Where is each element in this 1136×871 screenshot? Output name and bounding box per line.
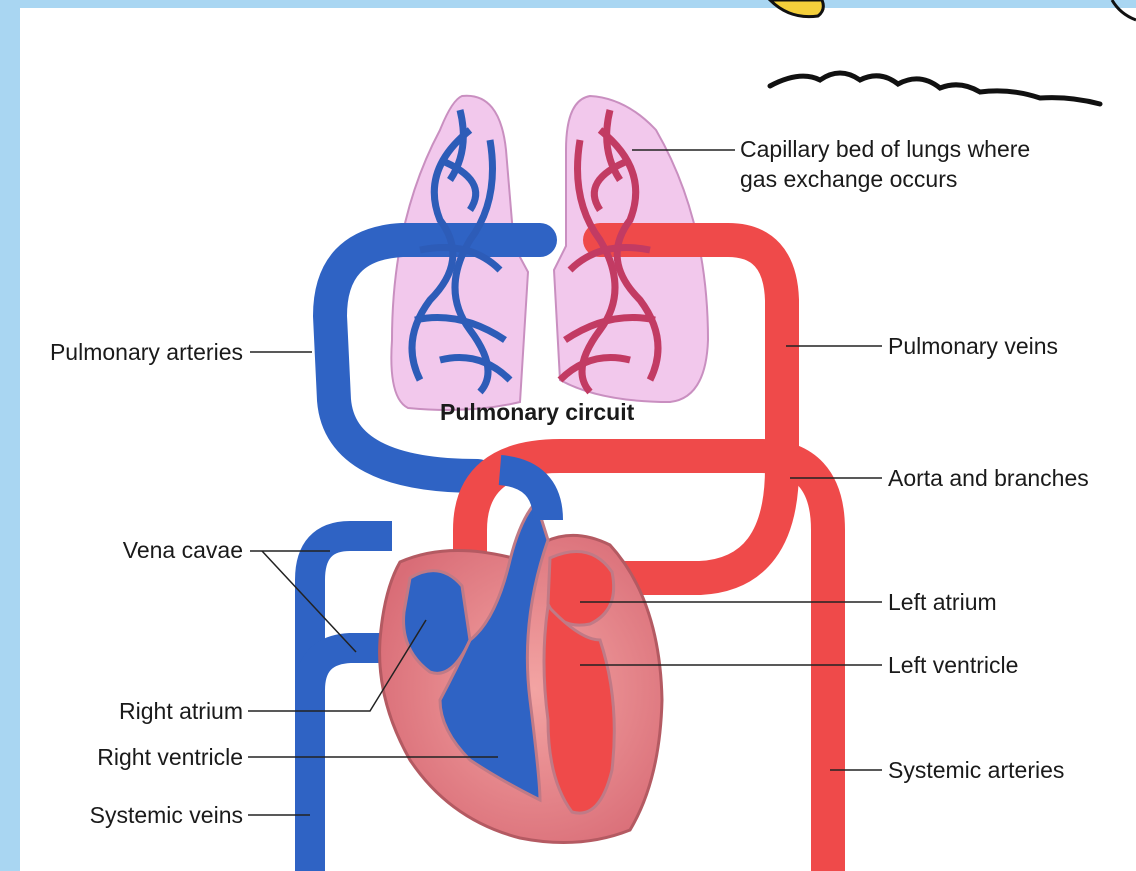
pulmonary-trunk-stub xyxy=(500,470,548,520)
label-right-ventricle: Right ventricle xyxy=(97,743,243,771)
label-systemic-veins: Systemic veins xyxy=(90,801,243,829)
label-pulmonary-arteries: Pulmonary arteries xyxy=(50,338,243,366)
label-left-ventricle: Left ventricle xyxy=(888,651,1018,679)
label-left-atrium: Left atrium xyxy=(888,588,997,616)
label-pulmonary-veins: Pulmonary veins xyxy=(888,332,1058,360)
frame-left xyxy=(0,0,20,871)
decoration-scribble-icon xyxy=(770,73,1100,104)
diagram-caption: Pulmonary circuit xyxy=(440,398,634,426)
label-vena-cavae: Vena cavae xyxy=(123,536,243,564)
label-aorta: Aorta and branches xyxy=(888,464,1089,492)
aorta-branch xyxy=(600,468,782,578)
label-capillary-bed: Capillary bed of lungs where gas exchang… xyxy=(740,134,1030,194)
label-systemic-arteries: Systemic arteries xyxy=(888,756,1064,784)
systemic-vein xyxy=(310,536,392,871)
decoration-blob-icon xyxy=(770,0,823,17)
label-right-atrium: Right atrium xyxy=(119,697,243,725)
frame-top xyxy=(0,0,1136,8)
